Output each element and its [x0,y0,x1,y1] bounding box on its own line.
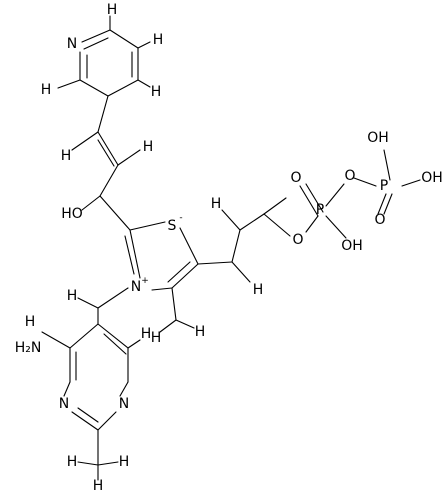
methyl-b-h2-label: H [119,454,130,470]
phosphate-2-hydroxyl-right-label: OH [421,170,443,186]
pyridine-h3-label: H [151,84,162,100]
methyl-b-h3-label: H [93,478,104,494]
ester-oxygen-label: O [292,232,303,248]
thiazole-sulfur-label: S [168,218,177,234]
hydroxyl-label: HO [61,206,83,222]
pyrimidine-h-label: H [141,326,152,342]
pyrimidine-n1-label: N [59,396,69,412]
pyridine-h2-label: H [153,32,164,48]
ethyl-h1-label: H [253,282,264,298]
phosphate-2-oxo-label: O [374,212,385,228]
pyrimidine-n2-label: N [119,396,129,412]
nitrogen-charge-label: + [141,276,149,286]
amine-nitrogen-label: H₂N [15,340,42,356]
phosphorus-1-label: P [316,202,324,218]
bond-lines [41,15,421,481]
methylene-h-label: H [67,288,78,304]
phosphate-1-hydroxyl-label: OH [341,238,363,254]
vinyl-h1-label: H [61,148,72,164]
methyl-a-h1-label: H [195,324,206,340]
pyridine-h1-label: H [107,2,118,18]
bridging-oxygen-label: O [344,168,355,184]
amine-h-label: H [25,314,36,330]
sulfur-charge-label: - [179,213,182,223]
methyl-b-h1-label: H [67,454,78,470]
pyridine-nitrogen-label: N [67,36,77,52]
thiazole-nitrogen-label: N [131,279,141,295]
phosphate-1-oxo-label: O [290,170,301,186]
methyl-a-h2-label: H [151,330,162,346]
vinyl-h2-label: H [143,139,154,155]
phosphorus-2-label: P [380,178,388,194]
phosphate-2-hydroxyl-top-label: OH [367,130,389,146]
pyridine-h4-label: H [41,82,52,98]
atom-labels: N H H H H H H HO S - N + H H O P O OH O … [15,2,443,494]
ethyl-h2-label: H [211,196,222,212]
